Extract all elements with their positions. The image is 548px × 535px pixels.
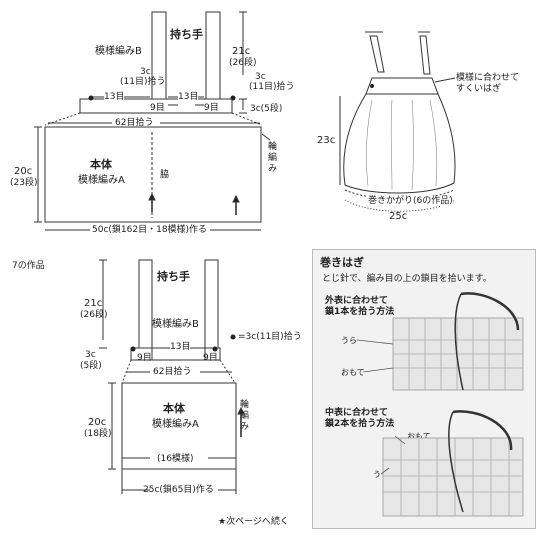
needle-2 bbox=[452, 410, 513, 451]
panel-sec1-a: 外表に合わせて bbox=[325, 296, 389, 306]
top-body-label: 本体 bbox=[90, 158, 112, 171]
b-body-height: 20c bbox=[88, 417, 107, 428]
top-body-rows: (23段) bbox=[10, 178, 38, 188]
top-pickup-right-b: (11目)拾う bbox=[249, 82, 295, 92]
panel-title: 巻きはぎ bbox=[320, 256, 364, 269]
top-band bbox=[79, 98, 233, 114]
panel-omote-2: おもて bbox=[407, 432, 431, 441]
top-pickup-left-b: (11目)拾う bbox=[120, 77, 166, 87]
top-pickup-right-a: 3c bbox=[255, 72, 266, 82]
panel-ura-1: うら bbox=[341, 336, 357, 345]
top-13-left: 13目 bbox=[104, 92, 125, 102]
b-bottom-dim: 25c(鎖65目)作る bbox=[143, 485, 214, 495]
panel-ura-2: うら bbox=[373, 470, 389, 479]
needle-1 bbox=[460, 292, 520, 331]
top-pickup-left-a: 3c bbox=[140, 67, 151, 77]
tote-strap-left bbox=[369, 35, 385, 73]
strap-right bbox=[205, 11, 221, 100]
top-pickup-62: 62目拾う bbox=[115, 118, 154, 128]
panel-sec2-a: 中表に合わせて bbox=[325, 408, 389, 418]
top-9-left: 9目 bbox=[150, 103, 165, 113]
b-pickup-62: 62目拾う bbox=[153, 367, 192, 377]
panel-sec1-b: 鎖1本を拾う方法 bbox=[325, 307, 395, 317]
b-side-b: (5段) bbox=[80, 361, 102, 371]
b-strap-label: 持ち手 bbox=[157, 270, 190, 283]
b-strap-height: 21c bbox=[84, 298, 103, 309]
footer-note: ★次ページへ続く bbox=[218, 517, 289, 527]
illu-hem-note: 巻きかがり(6の作品) bbox=[368, 196, 453, 206]
top-body-pattern: 模様編みA bbox=[78, 175, 125, 186]
b-9-right: 9目 bbox=[203, 353, 218, 363]
top-body bbox=[44, 126, 262, 223]
top-9-right: 9目 bbox=[204, 103, 219, 113]
illu-width: 25c bbox=[389, 211, 408, 222]
b-strap-left bbox=[138, 259, 153, 349]
b-body-label: 本体 bbox=[163, 402, 185, 415]
pickup-legend-dot bbox=[230, 334, 236, 340]
tote-body bbox=[343, 93, 456, 194]
top-strap-rows: (26段) bbox=[229, 58, 257, 68]
bottom-title: 7の作品 bbox=[12, 261, 45, 271]
illu-note-b: すくいはぎ bbox=[456, 84, 502, 94]
whipstitch-panel: 巻きはぎ とじ針で、編み目の上の鎖目を拾います。 外表に合わせて 鎖1本を拾う方… bbox=[312, 249, 536, 529]
whipstitch-illustrations bbox=[356, 292, 524, 517]
pickup-dot-right bbox=[230, 95, 236, 101]
top-strap-height: 21c bbox=[232, 46, 251, 57]
b-strap-pattern: 模様編みB bbox=[152, 319, 199, 330]
top-bottom-dim: 50c(鎖162目・18模様)作る bbox=[92, 225, 208, 235]
b-strap-right bbox=[204, 259, 219, 349]
b-body-rows: (18段) bbox=[84, 429, 112, 439]
top-strap-label: 持ち手 bbox=[170, 28, 203, 41]
pickup-dot-left bbox=[88, 95, 94, 101]
panel-sec2-b: 鎖2本を拾う方法 bbox=[325, 419, 395, 429]
top-side-band: 3c(5段) bbox=[250, 104, 283, 114]
b-9-left: 9目 bbox=[137, 353, 152, 363]
tote-band bbox=[365, 77, 439, 95]
b-13: 13目 bbox=[170, 342, 191, 352]
b-side-a: 3c bbox=[85, 350, 96, 360]
panel-desc: とじ針で、編み目の上の鎖目を拾います。 bbox=[322, 274, 492, 284]
top-side-label: 脇 bbox=[160, 170, 170, 180]
b-ring-label: 輪編み bbox=[240, 400, 250, 432]
b-body bbox=[121, 382, 237, 470]
tote-strap-right bbox=[419, 35, 431, 75]
top-body-height: 20c bbox=[14, 166, 33, 177]
panel-omote-1: おもて bbox=[341, 368, 365, 377]
b-pickup-note: =3c(11目)拾う bbox=[238, 332, 302, 342]
b-strap-rows: (26段) bbox=[80, 310, 108, 320]
illu-note-a: 模様に合わせて bbox=[456, 73, 520, 83]
top-ring-label: 輪編み bbox=[268, 142, 278, 174]
top-13-right: 13目 bbox=[178, 92, 199, 102]
b-body-pattern: 模様編みA bbox=[152, 419, 199, 430]
illu-height: 23c bbox=[317, 135, 336, 146]
b-repeat: (16模様) bbox=[157, 454, 194, 464]
top-strap-pattern: 模様編みB bbox=[95, 46, 142, 57]
